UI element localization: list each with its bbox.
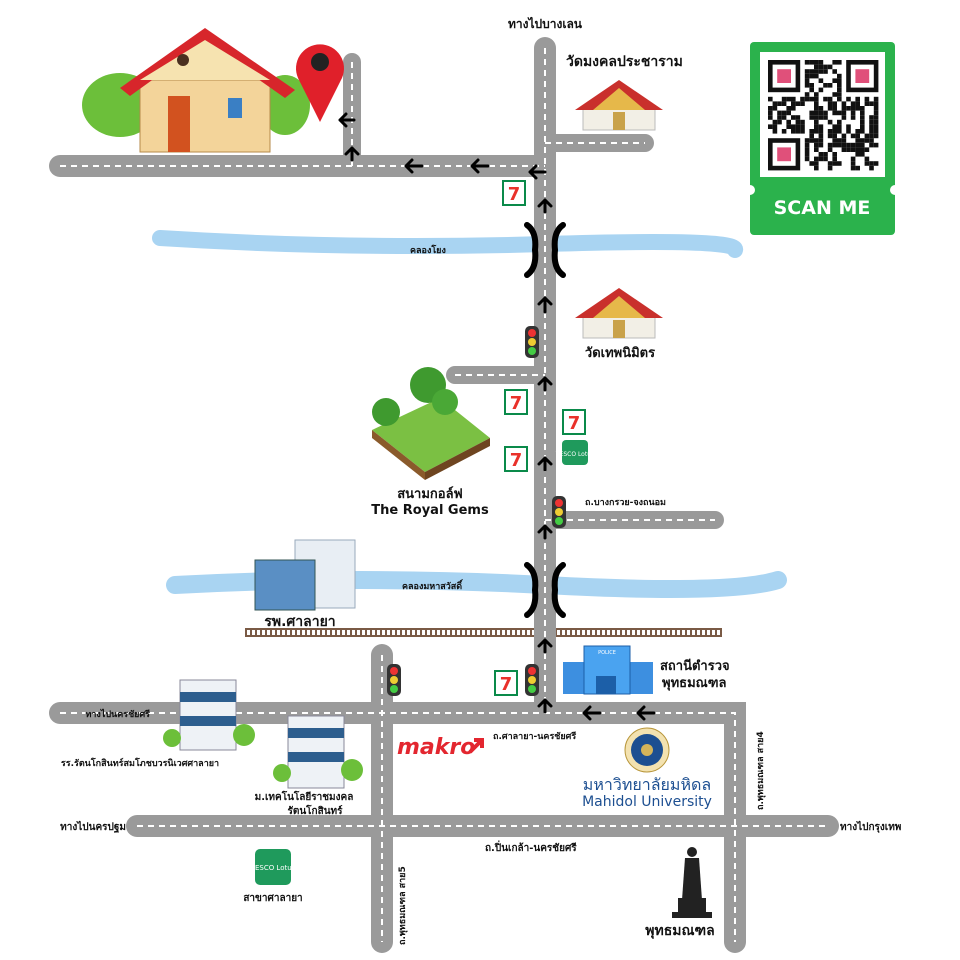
makro-logo: makro	[397, 735, 475, 760]
arrow-icon	[537, 456, 553, 472]
arrow-icon	[404, 158, 424, 174]
school-building-icon	[163, 679, 255, 751]
temple-icon	[575, 288, 663, 339]
label-wat-thep: วัดเทพนิมิตร	[585, 346, 655, 361]
label-police-2: พุทธมณฑล	[662, 676, 726, 691]
location-pin-icon	[296, 44, 345, 123]
seven-eleven-icon: 7	[562, 409, 586, 435]
school-building-icon	[273, 715, 363, 789]
qr-code-icon	[768, 60, 879, 171]
qr-code-card[interactable]: SCAN ME	[745, 42, 900, 235]
seven-eleven-icon: 7	[504, 389, 528, 415]
label-road-bang-krabue: ถ.บางกรวย-จงถนอม	[585, 498, 666, 508]
bridge-icon	[524, 562, 566, 618]
arrow-icon	[537, 638, 553, 654]
buddha-statue-icon	[672, 847, 712, 918]
golf-course-icon	[372, 367, 490, 480]
traffic-light-icon	[525, 664, 539, 696]
arrow-icon	[528, 164, 547, 180]
svg-text:POLICE: POLICE	[598, 650, 616, 656]
temple-icon	[575, 80, 663, 131]
label-police-1: สถานีตำรวจ	[660, 658, 730, 674]
hospital-building-icon	[254, 539, 356, 611]
label-golf-en: The Royal Gems	[371, 503, 489, 518]
label-to-bangkok: ทางไปกรุงเทพ	[840, 820, 902, 833]
label-rmutr-1: ม.เทคโนโลยีราชมงคล	[255, 790, 354, 803]
label-mahidol-en: Mahidol University	[582, 794, 712, 810]
direction-arrows	[338, 112, 656, 721]
arrow-icon	[537, 376, 553, 392]
svg-text:7: 7	[510, 393, 523, 414]
railway-icon	[245, 628, 722, 637]
label-road-salaya: ถ.ศาลายา-นครชัยศรี	[493, 731, 576, 742]
arrow-icon	[537, 296, 553, 314]
label-road-pinklao: ถ.ปิ่นเกล้า-นครชัยศรี	[485, 840, 577, 854]
arrow-icon	[537, 198, 553, 214]
label-rmutr-2: รัตนโกสินทร์	[287, 804, 343, 817]
label-mahidol-th: มหาวิทยาลัยมหิดล	[583, 775, 711, 794]
label-to-bang-len: ทางไปบางเลน	[508, 16, 583, 31]
traffic-light-icon	[387, 664, 401, 696]
svg-text:7: 7	[568, 413, 581, 434]
arrow-icon	[338, 112, 356, 128]
label-road-sai5: ถ.พุทธมณฑล สาย5	[398, 866, 408, 945]
traffic-light-icon	[525, 326, 539, 358]
police-station-icon: POLICE	[563, 645, 653, 695]
seven-eleven-icon: 7	[502, 180, 526, 206]
svg-text:7: 7	[508, 184, 521, 205]
label-hospital: รพ.ศาลายา	[264, 614, 335, 630]
label-buddha: พุทธมณฑล	[645, 923, 714, 939]
house-icon	[82, 28, 310, 153]
arrow-icon	[470, 158, 490, 174]
svg-text:7: 7	[500, 674, 513, 695]
arrow-icon	[636, 705, 656, 721]
label-wat-mongkol: วัดมงคลประชาราม	[566, 54, 683, 70]
label-tesco-branch: สาขาศาลายา	[243, 893, 302, 904]
traffic-light-icon	[552, 496, 566, 528]
label-school: รร.รัตนโกสินทร์สมโภชบวรนิเวศศาลายา	[61, 757, 219, 769]
seven-eleven-icon: 7	[504, 446, 528, 472]
makro-arrow-icon	[468, 738, 484, 754]
arrow-icon	[582, 705, 602, 721]
label-golf-th: สนามกอล์ฟ	[397, 486, 463, 502]
svg-text:TESCO Lotus: TESCO Lotus	[555, 451, 594, 458]
canal-khlong-yong	[152, 230, 743, 258]
label-to-nakhon-chai-si: ทางไปนครชัยศรี	[85, 708, 150, 720]
arrow-icon	[537, 524, 553, 540]
label-to-nakhon-pathom: ทางไปนครปฐม	[60, 820, 126, 833]
label-canal-mahasawat: คลองมหาสวัสดิ์	[402, 579, 464, 592]
arrow-icon	[344, 146, 360, 162]
tesco-lotus-icon: TESCO Lotus	[250, 849, 296, 885]
bridge-icon	[524, 222, 566, 278]
label-road-sai4: ถ.พุทธมณฑล สาย4	[756, 731, 766, 810]
mahidol-seal-icon	[624, 727, 670, 773]
arrow-icon	[537, 698, 553, 714]
tesco-lotus-icon: TESCO Lotus	[555, 440, 594, 465]
seven-eleven-icon: 7	[494, 670, 518, 696]
svg-text:TESCO Lotus: TESCO Lotus	[250, 864, 296, 872]
scan-me-label: SCAN ME	[774, 197, 871, 219]
svg-text:7: 7	[510, 450, 523, 471]
roads	[49, 37, 839, 953]
label-canal-yong: คลองโยง	[410, 244, 446, 256]
